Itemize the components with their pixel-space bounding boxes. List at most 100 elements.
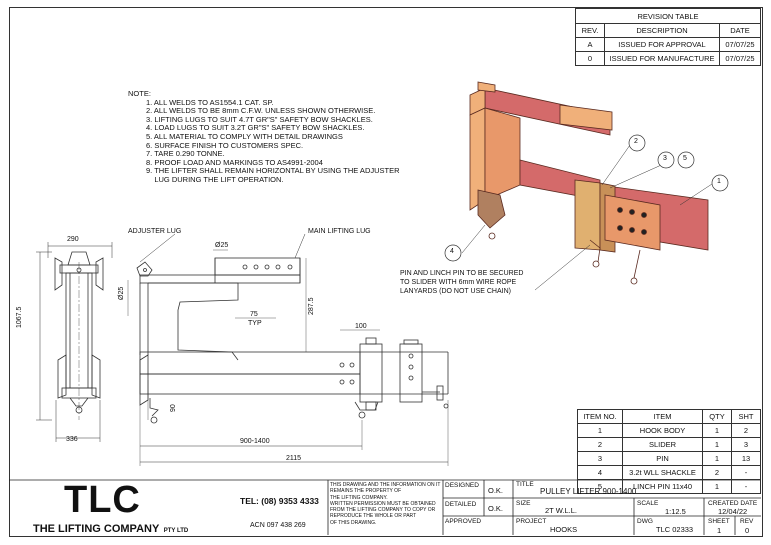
notes-block: NOTE: 1. ALL WELDS TO AS1554.1 CAT. SP. … — [128, 89, 400, 185]
scale-label: SCALE — [637, 500, 659, 507]
balloon-1 — [711, 174, 729, 192]
company-tel: TEL: (08) 9353 4333 — [240, 496, 319, 506]
item-no-header: ITEM NO. — [577, 409, 623, 424]
note-item: 4. LOAD LUGS TO SUIT 3.2T GR"S" SAFETY B… — [146, 123, 365, 133]
note-item: 2. ALL WELDS TO BE 8mm C.F.W. UNLESS SHO… — [146, 106, 376, 116]
project-value: HOOKS — [550, 525, 578, 534]
item-cell: - — [731, 479, 761, 494]
end-view — [36, 242, 113, 442]
approved-label: APPROVED — [445, 518, 482, 525]
designed-label: DESIGNED — [445, 482, 479, 489]
item-cell: - — [731, 465, 761, 480]
drawing-border — [9, 7, 763, 537]
balloon-number: 2 — [634, 138, 638, 145]
item-row: 3 PIN 1 13 — [577, 451, 761, 466]
disclaimer-line: THE LIFTING COMPANY. — [330, 494, 388, 501]
sht-header: SHT — [731, 409, 761, 424]
revision-row: A ISSUED FOR APPROVAL 07/07/25 — [575, 37, 761, 52]
balloon-3 — [657, 151, 675, 169]
company-name: THE LIFTING COMPANY PTY LTD — [33, 519, 188, 537]
rev-value: 0 — [745, 526, 750, 535]
item-cell: 3.2t WLL SHACKLE — [622, 465, 703, 480]
note-item: 1. ALL WELDS TO AS1554.1 CAT. SP. — [146, 97, 274, 107]
disclaimer-line: OF THIS DRAWING. — [330, 519, 377, 526]
sheet-value: 1 — [717, 526, 722, 535]
dim-dia25a: Ø25 — [215, 242, 229, 249]
item-cell: 3 — [731, 437, 761, 452]
created-date-label: CREATED DATE — [708, 500, 758, 507]
disclaimer-line: WRITTEN PERMISSION MUST BE OBTAINED — [330, 500, 436, 507]
pin-note-line: LANYARDS (DO NOT USE CHAIN) — [400, 288, 511, 295]
dim-290: 290 — [67, 236, 79, 243]
dim-dia25b: Ø25 — [118, 286, 125, 300]
scale-value: 1:12.5 — [665, 507, 686, 516]
disclaimer-line: FROM THE LIFTING COMPANY TO COPY OR — [330, 507, 436, 514]
item-cell: 2 — [731, 423, 761, 438]
dim-100: 100 — [355, 323, 367, 330]
balloon-number: 4 — [450, 248, 454, 255]
note-item: 9. THE LIFTER SHALL REMAIN HORIZONTAL BY… — [146, 166, 400, 176]
main-lifting-lug-label: MAIN LIFTING LUG — [308, 228, 371, 235]
revision-table: REVISION TABLE REV. DESCRIPTION DATE A I… — [575, 8, 761, 66]
pin-note-line: TO SLIDER WITH 6mm WIRE ROPE — [400, 279, 517, 286]
dim-1067: 1067.5 — [16, 306, 23, 328]
balloon-number: 1 — [717, 178, 721, 185]
balloon-2 — [628, 134, 646, 152]
item-cell: SLIDER — [622, 437, 703, 452]
created-date-value: 12/04/22 — [718, 507, 748, 516]
item-cell: PIN — [622, 451, 703, 466]
item-row: 4 3.2t WLL SHACKLE 2 - — [577, 465, 761, 480]
balloon-4 — [444, 244, 462, 262]
detailed-label: DETAILED — [445, 501, 477, 508]
item-cell: 1 — [577, 423, 623, 438]
project-label: PROJECT — [516, 518, 547, 525]
note-item: 5. ALL MATERIAL TO COMPLY WITH DETAIL DR… — [146, 131, 343, 141]
item-cell: 2 — [577, 437, 623, 452]
item-cell: 4 — [577, 465, 623, 480]
dwg-label: DWG — [637, 518, 653, 525]
balloon-number: 5 — [683, 155, 687, 162]
designed-value: O.K. — [488, 486, 504, 495]
note-item: 7. TARE 0.290 TONNE. — [146, 149, 225, 159]
detailed-value: O.K. — [488, 504, 504, 513]
item-cell: 1 — [702, 437, 732, 452]
company-name-text: THE LIFTING COMPANY — [33, 523, 160, 535]
note-item: 3. LIFTING LUGS TO SUIT 4.7T GR"S" SAFET… — [146, 114, 373, 124]
date-cell: 07/07/25 — [719, 51, 761, 66]
item-cell: 1 — [702, 423, 732, 438]
dim-typ: TYP — [248, 320, 262, 327]
item-cell: 1 — [702, 479, 732, 494]
qty-header: QTY — [702, 409, 732, 424]
item-cell: 3 — [577, 451, 623, 466]
item-cell: 13 — [731, 451, 761, 466]
disclaimer-line: THIS DRAWING AND THE INFORMATION ON IT — [330, 482, 441, 488]
size-label: SIZE — [516, 500, 531, 507]
note-item: 8. PROOF LOAD AND MARKINGS TO AS4991-200… — [146, 157, 323, 167]
pin-note-line: PIN AND LINCH PIN TO BE SECURED — [400, 270, 524, 277]
notes-heading: NOTE: — [128, 89, 151, 98]
drawing-title: PULLEY LIFTER 900-1400 — [540, 487, 637, 496]
dim-900: 900-1400 — [240, 438, 270, 445]
company-logo: TLC — [64, 479, 141, 521]
item-cell: 1 — [702, 451, 732, 466]
dim-90: 90 — [170, 404, 177, 412]
disclaimer: THIS DRAWING AND THE INFORMATION ON IT R… — [330, 482, 440, 526]
dim-287: 287.5 — [308, 297, 315, 315]
item-table: ITEM NO. ITEM QTY SHT 1 HOOK BODY 1 2 2 … — [577, 409, 761, 494]
rev-label: REV — [740, 518, 754, 525]
note-item: 6. SURFACE FINISH TO CUSTOMERS SPEC. — [146, 140, 304, 150]
sheet-label: SHEET — [708, 518, 730, 525]
item-cell: 2 — [702, 465, 732, 480]
adjuster-lug-label: ADJUSTER LUG — [128, 228, 182, 235]
item-cell: HOOK BODY — [622, 423, 703, 438]
item-row: 1 HOOK BODY 1 2 — [577, 423, 761, 438]
size-value: 2T W.L.L. — [545, 506, 577, 515]
disclaimer-line: REMAINS THE PROPERTY OF — [330, 488, 402, 495]
item-row: 5 LINCH PIN 11x40 1 - — [577, 479, 761, 494]
revision-row: 0 ISSUED FOR MANUFACTURE 07/07/25 — [575, 51, 761, 66]
dim-75: 75 — [250, 311, 258, 318]
item-cell: 5 — [577, 479, 623, 494]
company-acn: ACN 097 438 269 — [250, 522, 306, 529]
balloon-number: 3 — [663, 155, 667, 162]
